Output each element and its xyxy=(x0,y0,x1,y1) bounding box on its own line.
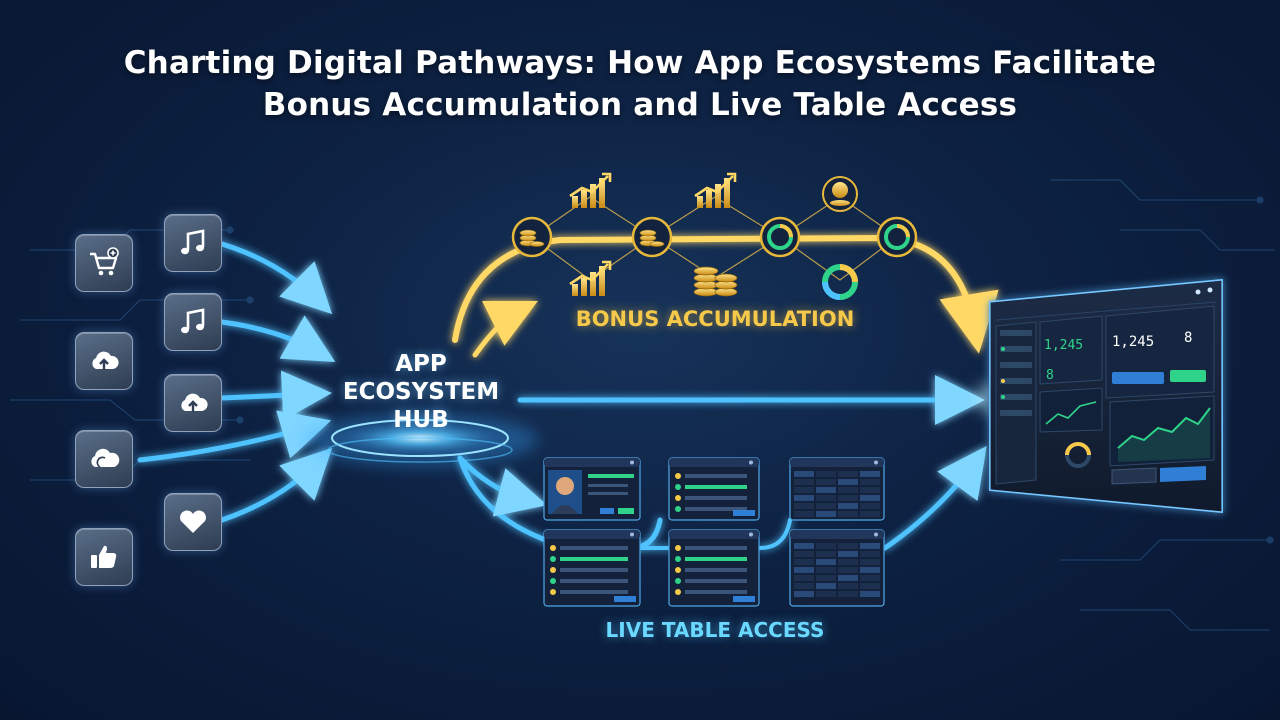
diagram-title: Charting Digital Pathways: How App Ecosy… xyxy=(0,42,1280,126)
ring-node-2 xyxy=(876,216,918,258)
bonus-icons xyxy=(511,172,918,300)
app-tile-heart[interactable] xyxy=(164,493,222,551)
inbound-arrows xyxy=(137,241,336,523)
bonus-accumulation-label: BONUS ACCUMULATION xyxy=(575,307,855,331)
thumbs-up-icon xyxy=(91,545,117,568)
live-table-window-6 xyxy=(789,529,885,607)
app-tile-cloud-upload-1[interactable] xyxy=(75,332,133,390)
dashboard-panel xyxy=(989,278,1223,514)
coin-node-1 xyxy=(511,216,553,258)
ring-node-1 xyxy=(759,216,801,258)
hub-label-line-1: APP xyxy=(395,351,447,377)
growth-chart-icon-2 xyxy=(694,172,737,208)
donut-icon xyxy=(822,264,858,300)
coin-bag-icon xyxy=(822,176,858,212)
dashboard-stat-1: 1,245 xyxy=(1044,338,1084,353)
music-icon xyxy=(181,229,205,255)
hub-label: APP ECOSYSTEM HUB xyxy=(318,350,524,434)
live-table-window-5 xyxy=(668,529,760,607)
app-tile-cart[interactable] xyxy=(75,234,133,292)
hub-label-line-2: ECOSYSTEM xyxy=(342,379,500,405)
coin-stack-icon xyxy=(693,266,738,297)
bonus-path xyxy=(452,234,999,358)
live-table-window-2 xyxy=(668,457,760,521)
cloud-upload-icon xyxy=(92,351,119,370)
live-table-windows xyxy=(543,457,885,607)
cart-plus-icon xyxy=(90,247,119,276)
hub-platform xyxy=(302,414,538,466)
growth-chart-icon-1 xyxy=(569,172,612,208)
app-tile-cloud-upload-2[interactable] xyxy=(164,374,222,432)
music-icon xyxy=(181,308,205,334)
live-table-window-1 xyxy=(543,457,641,521)
coin-node-2 xyxy=(631,216,673,258)
live-table-access-label: LIVE TABLE ACCESS xyxy=(605,618,825,642)
live-table-window-4 xyxy=(543,529,641,607)
cloud-icon xyxy=(91,448,120,468)
growth-chart-icon-3 xyxy=(569,260,612,296)
app-tile-music-1[interactable] xyxy=(164,214,222,272)
dashboard-stat-3: 1,245 xyxy=(1112,334,1155,350)
title-line-1: Charting Digital Pathways: How App Ecosy… xyxy=(123,45,1157,81)
cloud-upload-icon xyxy=(181,393,208,412)
heart-icon xyxy=(180,510,206,533)
dashboard-stat-4: 8 xyxy=(1046,368,1054,383)
app-tile-thumbs-up[interactable] xyxy=(75,528,133,586)
app-tile-cloud[interactable] xyxy=(75,430,133,488)
hub-label-line-3: HUB xyxy=(393,407,449,433)
circuit-traces xyxy=(10,179,1275,631)
live-table-window-3 xyxy=(789,457,885,521)
title-line-2: Bonus Accumulation and Live Table Access xyxy=(262,87,1018,123)
dashboard-stat-2: 8 xyxy=(1184,330,1193,346)
app-tile-music-2[interactable] xyxy=(164,293,222,351)
